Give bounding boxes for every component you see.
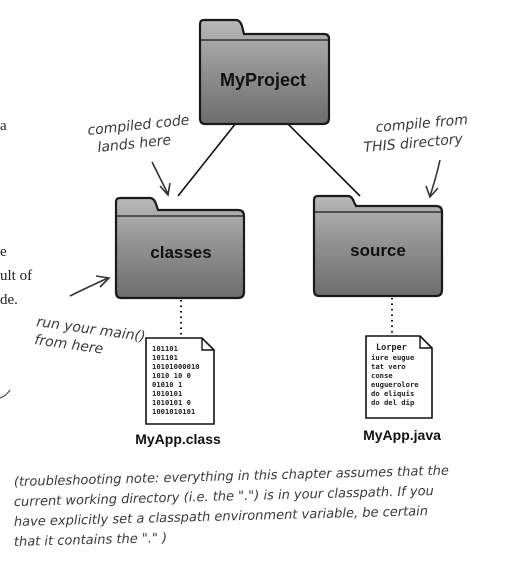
class-line-6: 1010101 bbox=[152, 389, 182, 398]
java-line-3: tat vero bbox=[371, 362, 406, 371]
side-text-4: de. bbox=[0, 292, 18, 308]
arrowhead bbox=[425, 185, 439, 199]
annotation-compile-from: compile from THIS directory bbox=[363, 112, 469, 156]
folder-label-myproject: MyProject bbox=[220, 70, 306, 90]
class-line-8: 1001010101 bbox=[152, 407, 195, 416]
folder-label-source: source bbox=[350, 241, 406, 260]
class-line-5: 01010 1 bbox=[152, 380, 182, 389]
java-line-1: Lorper bbox=[376, 343, 407, 353]
folder-myproject: MyProject bbox=[198, 18, 331, 126]
file-myapp-class: 101101 101101 10101000010 1010 10 0 0101… bbox=[145, 337, 215, 425]
class-line-3: 10101000010 bbox=[152, 362, 200, 371]
arrow-to-classes bbox=[151, 161, 169, 195]
file-name-java: MyApp.java bbox=[363, 427, 441, 443]
side-mark bbox=[0, 389, 11, 399]
side-text-1: a bbox=[0, 118, 7, 134]
arrowhead bbox=[159, 182, 171, 197]
class-line-1: 101101 bbox=[152, 344, 178, 353]
arrow-to-source bbox=[429, 159, 441, 197]
side-text-2: e bbox=[0, 244, 7, 260]
file-name-class: MyApp.class bbox=[135, 431, 221, 447]
java-line-2: iure eugue bbox=[371, 353, 415, 362]
folder-source: source bbox=[312, 194, 444, 298]
annotation-run-main: run your main() from here bbox=[33, 314, 146, 357]
troubleshooting-note: (troubleshooting note: everything in thi… bbox=[14, 464, 449, 550]
annotation-compiled-code: compiled code lands here bbox=[87, 112, 190, 156]
folder-classes: classes bbox=[114, 196, 246, 300]
connector-line bbox=[177, 117, 241, 197]
java-line-4: conse bbox=[371, 371, 393, 380]
note-line-4: that it contains the "." ) bbox=[14, 531, 168, 550]
file-myapp-java: Lorper iure eugue tat vero conse euguero… bbox=[365, 335, 433, 419]
arrowhead bbox=[95, 275, 111, 288]
arrow-to-classes-folder bbox=[69, 277, 109, 297]
annotation-compiled-line-2: lands here bbox=[97, 132, 172, 156]
connector-line bbox=[281, 117, 361, 197]
side-text-3: ult of bbox=[0, 268, 32, 284]
class-line-4: 1010 10 0 bbox=[152, 371, 191, 380]
class-line-7: 1010101 0 bbox=[152, 398, 191, 407]
java-line-7: do del dip bbox=[371, 398, 415, 407]
folder-label-classes: classes bbox=[150, 243, 211, 262]
class-line-2: 101101 bbox=[152, 353, 178, 362]
java-line-6: do eliquis bbox=[371, 389, 414, 398]
java-line-5: euguerolore bbox=[371, 380, 419, 389]
